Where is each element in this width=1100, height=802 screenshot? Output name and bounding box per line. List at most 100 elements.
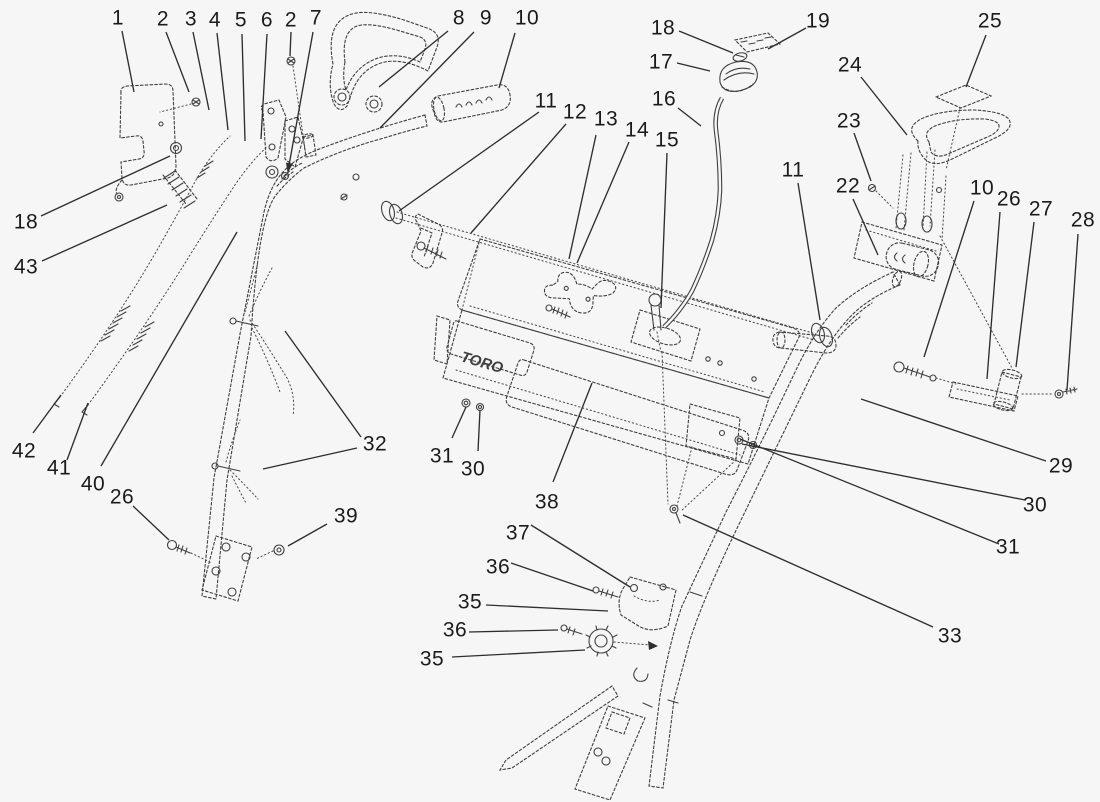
right-grip: [885, 242, 940, 278]
end-plate-bolt: [166, 539, 213, 564]
callout-label-30: 30: [460, 457, 486, 481]
callout-label-6: 6: [260, 8, 274, 32]
callout-label-18: 18: [13, 210, 39, 234]
callout-label-22: 22: [835, 174, 861, 198]
callout-leader-27: [1015, 221, 1035, 368]
callout-leader-2: [165, 31, 190, 93]
lower-leg: [574, 702, 653, 801]
lower-strut: [498, 685, 619, 771]
callout-label-25: 25: [977, 9, 1003, 33]
shift-rod: [662, 96, 725, 329]
bracket-screw: [286, 56, 307, 157]
callout-label-11: 11: [781, 158, 805, 182]
callout-label-30: 30: [1022, 493, 1048, 517]
callout-label-31: 31: [995, 535, 1021, 559]
callout-leader-1: [121, 30, 135, 93]
end-plate-nut: [255, 544, 285, 560]
mount-spacer: [992, 368, 1023, 412]
callout-label-31: 31: [429, 444, 455, 468]
callout-label-9: 9: [479, 6, 493, 30]
callout-leader-19: [767, 27, 807, 50]
knob-cap: [732, 52, 748, 62]
callout-leader-10: [923, 200, 975, 358]
callout-leader-31: [451, 406, 467, 439]
callout-leader-18: [678, 30, 734, 54]
handle-mount-bracket: [853, 221, 943, 282]
callout-label-37: 37: [505, 521, 531, 545]
callout-leader-32: [284, 330, 362, 438]
callout-label-13: 13: [593, 107, 619, 131]
callout-label-4: 4: [208, 8, 222, 32]
shifter-boot-plate: [630, 309, 757, 382]
callout-label-15: 15: [654, 128, 680, 152]
callout-label-24: 24: [837, 53, 863, 77]
callout-leader-32: [262, 447, 358, 470]
callout-leader-8: [378, 30, 449, 88]
pivot-rod: [772, 331, 837, 354]
cable-ties: [211, 261, 295, 504]
callout-leader-17: [676, 62, 711, 72]
callout-label-38: 38: [534, 490, 560, 514]
callout-leader-35: [485, 604, 609, 612]
callout-label-5: 5: [234, 8, 248, 32]
callout-leader-12: [470, 123, 567, 234]
callout-label-16: 16: [651, 87, 677, 111]
callout-label-33: 33: [937, 624, 963, 648]
callout-label-12: 12: [562, 100, 588, 124]
callout-leader-6: [260, 33, 268, 140]
callout-label-35: 35: [419, 647, 445, 671]
callout-leader-30: [477, 409, 481, 452]
callout-leader-11: [398, 111, 540, 212]
shift-plate: [733, 32, 782, 53]
callout-label-10: 10: [514, 6, 540, 30]
callout-leader-14: [576, 141, 630, 264]
callout-leader-23: [853, 132, 872, 182]
callout-leader-36: [468, 629, 559, 633]
leader-arrowhead: [285, 162, 293, 173]
side-panel-part: [114, 83, 177, 202]
callout-leader-9: [379, 31, 475, 129]
mount-bar: [948, 381, 1019, 412]
callout-leader-42: [32, 394, 62, 434]
callout-label-32: 32: [362, 432, 388, 456]
junction-hardware: [560, 576, 677, 682]
callout-leader-22: [852, 198, 879, 256]
callout-label-35: 35: [457, 590, 483, 614]
cable-spring: [162, 169, 198, 209]
callout-label-23: 23: [836, 109, 862, 133]
callout-leader-36: [510, 562, 594, 592]
callout-leader-4: [216, 32, 229, 131]
console-housing: [433, 238, 800, 476]
callout-label-2: 2: [284, 8, 298, 32]
callout-label-10: 10: [969, 176, 995, 200]
diamond-pad: [934, 84, 993, 241]
callout-leader-10: [498, 32, 516, 89]
callout-label-2: 2: [156, 7, 170, 31]
callout-label-29: 29: [1048, 454, 1074, 478]
callout-leader-13: [568, 134, 597, 260]
callout-leader-43: [41, 204, 168, 262]
callout-leader-3: [192, 31, 210, 111]
callout-leader-38: [552, 382, 593, 483]
rod-bushing-left: [380, 200, 404, 225]
callout-leader-7: [287, 31, 314, 172]
right-loop-handle: [895, 109, 1013, 369]
callout-leader-24: [860, 76, 908, 136]
right-handle-tube: [648, 270, 903, 789]
callout-label-1: 1: [111, 6, 125, 30]
callout-leader-41: [66, 402, 89, 461]
shifter-pivot-pin: [648, 293, 669, 505]
callout-leader-33: [682, 514, 934, 628]
callout-label-36: 36: [485, 555, 511, 579]
callout-leader-31: [739, 438, 1000, 545]
callout-label-43: 43: [13, 255, 39, 279]
callout-leader-37: [530, 524, 631, 588]
callout-leader-26: [986, 211, 1001, 380]
mount-screw: [1021, 386, 1078, 399]
callout-leader-29: [860, 398, 1047, 462]
callout-label-40: 40: [80, 472, 106, 496]
callout-leader-40: [100, 231, 238, 467]
callout-label-42: 42: [11, 439, 37, 463]
